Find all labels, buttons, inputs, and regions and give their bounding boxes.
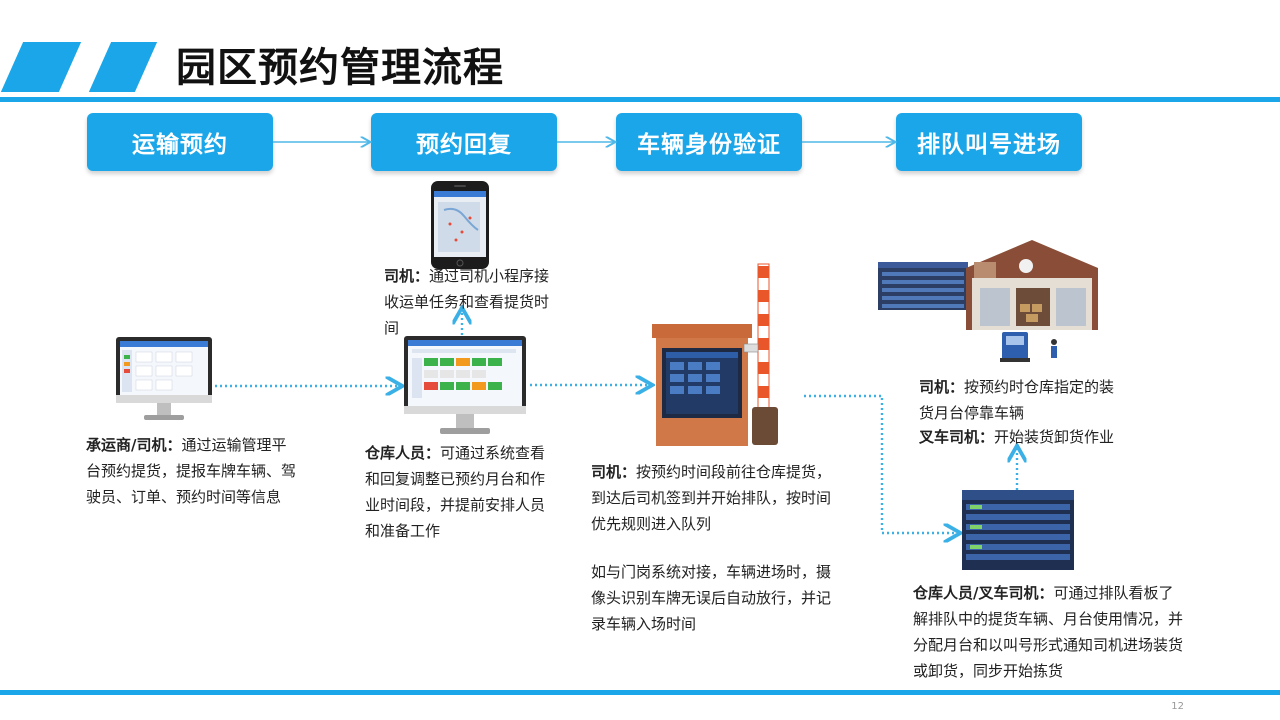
step-queue-entry: 排队叫号进场 xyxy=(896,113,1082,171)
driver-gate-label: 司机： xyxy=(591,463,637,481)
carrier-label: 承运商/司机： xyxy=(86,436,182,454)
queue-board-description: 仓库人员/叉车司机：可通过排队看板了解排队中的提货车辆、月台使用情况，并分配月台… xyxy=(913,580,1183,684)
page-number: 12 xyxy=(1171,701,1184,712)
page-title: 园区预约管理流程 xyxy=(176,45,504,91)
carrier-body: 通过运输管理平台预约提货，提报车牌车辆、驾驶员、订单、预约时间等信息 xyxy=(86,436,297,506)
driver-dock-body: 按预约时仓库指定的装货月台停靠车辆 xyxy=(919,378,1115,422)
monitor-platform-icon xyxy=(116,337,212,420)
carrier-description: 承运商/司机：通过运输管理平台预约提货，提报车牌车辆、驾驶员、订单、预约时间等信… xyxy=(86,432,296,510)
step-booking-reply: 预约回复 xyxy=(371,113,557,171)
driver-app-label: 司机： xyxy=(384,267,430,285)
driver-app-description: 司机：通过司机小程序接收运单任务和查看提货时间 xyxy=(384,263,552,341)
warehouse-body: 可通过系统查看和回复调整已预约月台和作业时间段，并提前安排人员和准备工作 xyxy=(365,444,546,540)
driver-gate-body: 按预约时间段前往仓库提货，到达后司机签到并开始排队，按时间优先规则进入队列 xyxy=(591,463,832,533)
warehouse-description: 仓库人员：可通过系统查看和回复调整已预约月台和作业时间段，并提前安排人员和准备工… xyxy=(365,440,550,544)
driver-gate-description: 司机：按预约时间段前往仓库提货，到达后司机签到并开始排队，按时间优先规则进入队列 xyxy=(591,459,837,537)
forklift-description: 叉车司机：开始装货卸货作业 xyxy=(919,424,1159,450)
forklift-label: 叉车司机： xyxy=(919,428,995,446)
warehouse-label: 仓库人员： xyxy=(365,444,441,462)
monitor-warehouse-icon xyxy=(404,336,526,434)
queue-board-label: 仓库人员/叉车司机： xyxy=(913,584,1054,602)
driver-dock-description: 司机：按预约时仓库指定的装货月台停靠车辆 xyxy=(919,374,1129,426)
queue-board-icon xyxy=(962,490,1074,570)
phone-mini-app-icon xyxy=(431,181,489,269)
forklift-body: 开始装货卸货作业 xyxy=(994,428,1115,446)
queue-board-body: 可通过排队看板了解排队中的提货车辆、月台使用情况，并分配月台和以叫号形式通知司机… xyxy=(913,584,1184,680)
footer-rule xyxy=(0,690,1280,695)
warehouse-icon xyxy=(878,240,1098,362)
gate-kiosk-icon xyxy=(652,263,778,446)
step-vehicle-verification: 车辆身份验证 xyxy=(616,113,802,171)
driver-app-body: 通过司机小程序接收运单任务和查看提货时间 xyxy=(384,267,550,337)
step-transport-booking: 运输预约 xyxy=(87,113,273,171)
dotted-arrow-3 xyxy=(804,394,958,533)
driver-dock-label: 司机： xyxy=(919,378,965,396)
gate-note: 如与门岗系统对接，车辆进场时，摄像头识别车牌无误后自动放行，并记录车辆入场时间 xyxy=(591,563,832,633)
header-rule xyxy=(0,97,1280,102)
